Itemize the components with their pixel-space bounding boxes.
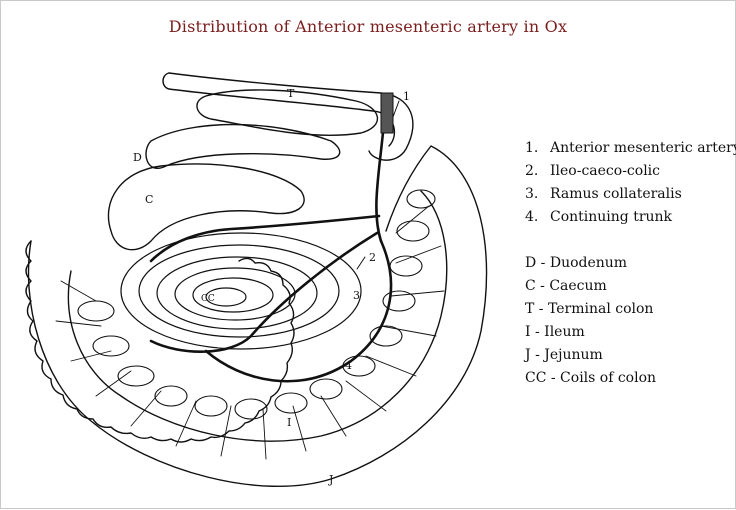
jejunal-arteries <box>55 205 445 460</box>
label-3: 3 <box>353 289 360 302</box>
label-2: 2 <box>369 251 376 264</box>
legend-number: 1. <box>525 140 539 156</box>
legend-number: 4. <box>525 209 539 225</box>
label-leader-1 <box>392 100 400 118</box>
jejunum-inner-loops <box>67 190 448 442</box>
legend-abbrev: T - Terminal colon <box>525 301 654 317</box>
legend-text: Continuing trunk <box>550 209 673 225</box>
legend-text: Ramus collateralis <box>550 186 682 202</box>
ileum-loops <box>77 189 436 420</box>
artery-stump <box>380 92 394 134</box>
legend-abbrev: J - Jejunum <box>525 347 603 363</box>
legend-item: 4. Continuing trunk <box>525 206 736 229</box>
legend-number: 2. <box>525 163 539 179</box>
legend-abbrev: CC - Coils of colon <box>525 370 657 386</box>
legend: 1. Anterior mesenteric artery 2. Ileo-ca… <box>525 137 736 390</box>
legend-number: 3. <box>525 186 539 202</box>
legend-item: 1. Anterior mesenteric artery <box>525 137 736 160</box>
label-I: I <box>287 416 291 429</box>
label-D: D <box>133 151 142 164</box>
legend-abbrev: I - Ileum <box>525 324 585 340</box>
arteries <box>149 94 393 383</box>
legend-abbrev: C - Caecum <box>525 278 607 294</box>
continuing-trunk <box>204 239 393 383</box>
caecum <box>145 123 341 169</box>
label-CC: CC <box>201 294 215 304</box>
caecum-body <box>107 163 305 251</box>
anterior-mesenteric-artery <box>375 94 389 243</box>
ileo-caeco-colic-artery <box>149 214 381 263</box>
ramus-collateralis <box>149 231 379 353</box>
legend-item: 2. Ileo-caeco-colic <box>525 160 736 183</box>
legend-text: Anterior mesenteric artery <box>550 140 736 156</box>
anatomy-illustration: 1 2 3 4 D C T I J CC <box>25 72 488 488</box>
terminal-colon <box>196 89 379 136</box>
label-C: C <box>145 193 153 206</box>
jejunum-outer-loops <box>25 240 295 443</box>
label-J: J <box>328 473 333 486</box>
label-4: 4 <box>345 359 352 372</box>
mesentery-outline <box>27 145 488 488</box>
coils-of-colon <box>120 232 362 350</box>
duodenum-end <box>162 72 170 90</box>
label-leader-2 <box>356 256 366 270</box>
figure-title: Distribution of Anterior mesenteric arte… <box>168 17 568 36</box>
legend-item: 3. Ramus collateralis <box>525 183 736 206</box>
label-1: 1 <box>403 90 410 103</box>
legend-abbrev: D - Duodenum <box>525 255 628 271</box>
legend-text: Ileo-caeco-colic <box>550 163 660 179</box>
label-T: T <box>287 87 295 100</box>
